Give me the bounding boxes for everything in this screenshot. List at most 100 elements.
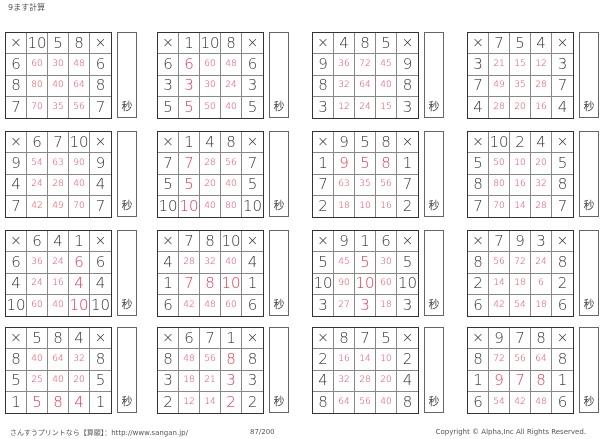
row-header: 3 bbox=[552, 54, 573, 76]
row-header: 5 bbox=[242, 175, 263, 196]
row-header: 8 bbox=[90, 349, 111, 371]
answer-cell: 18 bbox=[179, 370, 200, 392]
answer-cell: 28 bbox=[531, 75, 552, 97]
answer-cell: 14 bbox=[355, 349, 376, 371]
seconds-box[interactable]: 秒 bbox=[424, 131, 444, 217]
answer-cell: 3 bbox=[179, 75, 200, 97]
row-header: 5 bbox=[247, 97, 258, 116]
answer-cell: 36 bbox=[27, 252, 48, 274]
seconds-box[interactable]: 秒 bbox=[117, 131, 137, 217]
column-header: 8 bbox=[221, 33, 242, 55]
answer-cell: 50 bbox=[200, 96, 221, 118]
seconds-box[interactable]: 秒 bbox=[424, 230, 444, 316]
column-header: 2 bbox=[510, 132, 531, 154]
answer-cell: 40 bbox=[48, 294, 69, 316]
column-header: 1 bbox=[179, 33, 200, 55]
column-header: 9 bbox=[334, 132, 355, 154]
row-header: 6 bbox=[158, 54, 179, 76]
row-header: 7 bbox=[557, 196, 568, 215]
times-symbol: × bbox=[6, 328, 27, 350]
row-header: 5 bbox=[552, 153, 573, 175]
row-header: 3 bbox=[468, 54, 489, 76]
answer-cell: 64 bbox=[531, 349, 552, 371]
column-header: 1 bbox=[221, 328, 242, 350]
seconds-box[interactable]: 秒 bbox=[424, 327, 444, 413]
row-header: 4 bbox=[158, 252, 179, 274]
column-header: 8 bbox=[200, 231, 221, 253]
seconds-label: 秒 bbox=[428, 100, 440, 113]
answer-cell: 70 bbox=[69, 195, 90, 217]
answer-cell: 42 bbox=[179, 294, 200, 316]
row-header: 7 bbox=[95, 196, 106, 215]
column-header: 10 bbox=[27, 33, 48, 55]
row-header: 5 bbox=[397, 252, 418, 274]
answer-cell: 16 bbox=[48, 273, 69, 295]
seconds-box[interactable]: 秒 bbox=[579, 131, 599, 217]
answer-cell: 20 bbox=[200, 174, 221, 196]
answer-cell: 9 bbox=[334, 153, 355, 175]
times-symbol: × bbox=[468, 132, 489, 154]
seconds-box[interactable]: 秒 bbox=[117, 32, 137, 118]
row-header: 3 bbox=[158, 75, 179, 97]
times-symbol: × bbox=[397, 231, 418, 253]
times-symbol: × bbox=[6, 33, 27, 55]
column-header: 7 bbox=[510, 328, 531, 350]
seconds-box[interactable]: 秒 bbox=[269, 131, 289, 217]
column-header: 10 bbox=[200, 33, 221, 55]
row-header: 8 bbox=[468, 349, 489, 371]
row-header: 4 bbox=[242, 252, 263, 274]
seconds-box[interactable]: 秒 bbox=[117, 327, 137, 413]
seconds-box[interactable]: 秒 bbox=[269, 327, 289, 413]
seconds-box[interactable]: 秒 bbox=[117, 230, 137, 316]
seconds-label: 秒 bbox=[428, 199, 440, 212]
seconds-box[interactable]: 秒 bbox=[269, 230, 289, 316]
answer-cell: 3 bbox=[221, 370, 242, 392]
row-header: 9 bbox=[397, 54, 418, 76]
answer-cell: 56 bbox=[200, 349, 221, 371]
answer-cell: 16 bbox=[376, 195, 397, 217]
times-symbol: × bbox=[6, 231, 27, 253]
answer-cell: 20 bbox=[510, 96, 531, 118]
answer-cell: 80 bbox=[27, 75, 48, 97]
worksheet-title: 9ます計算 bbox=[8, 3, 46, 12]
times-symbol: × bbox=[242, 231, 263, 253]
answer-cell: 8 bbox=[376, 153, 397, 175]
row-header: 7 bbox=[242, 153, 263, 175]
answer-cell: 54 bbox=[510, 294, 531, 316]
seconds-box[interactable]: 秒 bbox=[579, 32, 599, 118]
times-symbol: × bbox=[552, 328, 573, 350]
times-symbol: × bbox=[158, 33, 179, 55]
row-header: 4 bbox=[6, 174, 27, 196]
times-symbol: × bbox=[158, 328, 179, 350]
answer-cell: 24 bbox=[221, 75, 242, 97]
seconds-box[interactable]: 秒 bbox=[424, 32, 444, 118]
row-header: 4 bbox=[90, 274, 111, 295]
answer-cell: 30 bbox=[48, 54, 69, 76]
times-symbol: × bbox=[90, 132, 111, 154]
seconds-box[interactable]: 秒 bbox=[579, 230, 599, 316]
seconds-box[interactable]: 秒 bbox=[269, 32, 289, 118]
answer-cell: 24 bbox=[27, 273, 48, 295]
answer-cell: 18 bbox=[376, 294, 397, 316]
answer-cell: 28 bbox=[531, 195, 552, 217]
row-header: 4 bbox=[397, 371, 418, 392]
answer-cell: 15 bbox=[376, 96, 397, 118]
answer-cell: 60 bbox=[221, 294, 242, 316]
seconds-box[interactable]: 秒 bbox=[579, 327, 599, 413]
times-symbol: × bbox=[90, 231, 111, 253]
column-header: 8 bbox=[221, 132, 242, 154]
answer-cell: 12 bbox=[334, 96, 355, 118]
answer-cell: 10 bbox=[179, 195, 200, 217]
answer-cell: 28 bbox=[200, 153, 221, 175]
answer-cell: 48 bbox=[200, 294, 221, 316]
times-symbol: × bbox=[552, 132, 573, 154]
times-symbol: × bbox=[158, 231, 179, 253]
column-header: 4 bbox=[334, 33, 355, 55]
row-header: 4 bbox=[6, 273, 27, 295]
copyright: Copyright © Alpha,Inc All Rights Reserve… bbox=[435, 428, 586, 436]
column-header: 7 bbox=[200, 328, 221, 350]
